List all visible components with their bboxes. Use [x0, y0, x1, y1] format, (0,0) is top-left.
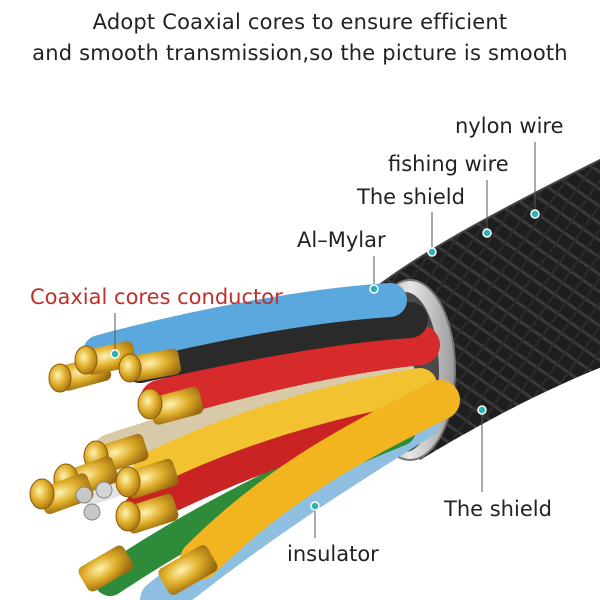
leader-lines — [114, 142, 536, 538]
dot-the-shield-bottom — [477, 405, 487, 415]
wire-yellow-lower — [180, 380, 460, 580]
headline-line-1: Adopt Coaxial cores to ensure efficient — [92, 10, 508, 34]
dot-al-mylar — [369, 284, 379, 294]
dot-the-shield-top — [427, 247, 437, 257]
dot-nylon-wire — [530, 209, 540, 219]
label-insulator: insulator — [287, 542, 379, 566]
label-the-shield-top: The shield — [357, 185, 465, 209]
label-fishing-wire: fishing wire — [388, 152, 509, 176]
dot-fishing-wire — [482, 228, 492, 238]
label-nylon-wire: nylon wire — [455, 114, 564, 138]
wire-yellow-upper — [133, 368, 437, 487]
gold-tips — [29, 341, 218, 595]
label-al-mylar: Al–Mylar — [297, 228, 386, 252]
headline-line-2: and smooth transmission,so the picture i… — [32, 41, 568, 65]
cable-jacket-edge — [359, 158, 600, 301]
dot-insulator — [310, 501, 320, 511]
wire-blue — [83, 283, 407, 369]
marker-dots — [110, 209, 540, 511]
label-coaxial-cores-conductor: Coaxial cores conductor — [30, 285, 283, 309]
label-the-shield-bottom: The shield — [444, 497, 552, 521]
dot-coaxial — [110, 349, 120, 359]
